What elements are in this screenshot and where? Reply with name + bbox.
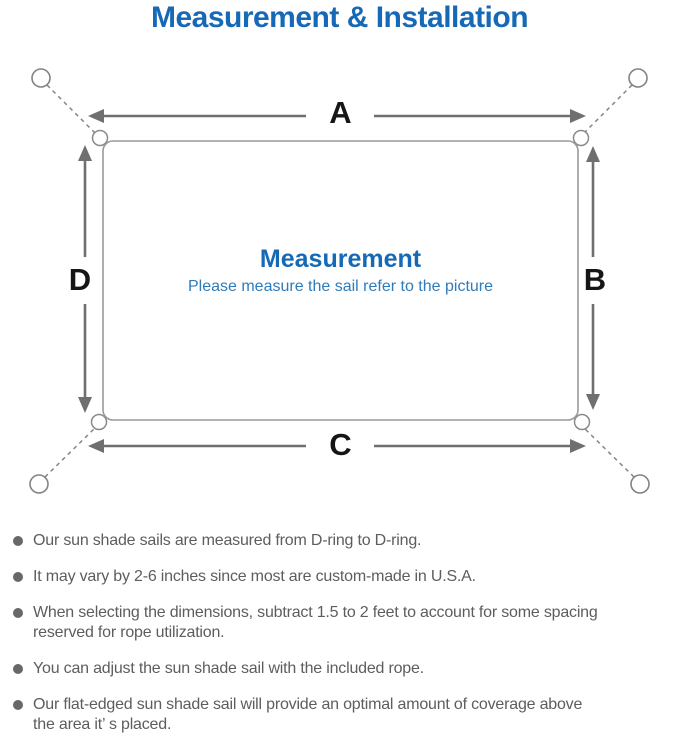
- anchor-line-top-left: [46, 84, 100, 138]
- arrowhead-up-icon: [586, 146, 600, 162]
- bullet-dot-icon: [13, 572, 23, 582]
- arrow-d: [78, 145, 92, 413]
- list-item: When selecting the dimensions, subtract …: [13, 603, 673, 643]
- sail-outline: [102, 140, 579, 421]
- bullet-dot-icon: [13, 664, 23, 674]
- arrowhead-down-icon: [78, 397, 92, 413]
- bullet-dot-icon: [13, 700, 23, 710]
- list-item-text: the area it’ s placed.: [33, 716, 172, 733]
- dimension-label-a: A: [329, 95, 352, 130]
- diagram-center-title: Measurement: [259, 245, 422, 273]
- list-item: You can adjust the sun shade sail with t…: [13, 659, 673, 679]
- arrow-b: [586, 146, 600, 410]
- list-item: It may vary by 2-6 inches since most are…: [13, 567, 673, 587]
- arrowhead-right-icon: [570, 109, 586, 123]
- bullet-dot-icon: [13, 536, 23, 546]
- list-item-text: reserved for rope utilization.: [33, 624, 225, 641]
- d-ring-icon-bottom-left: [90, 413, 108, 431]
- anchor-ring-icon-bottom-left: [29, 474, 49, 494]
- d-ring-icon-bottom-right: [573, 413, 591, 431]
- instruction-list: Our sun shade sails are measured from D-…: [13, 531, 673, 739]
- arrowhead-left-icon: [88, 109, 104, 123]
- arrowhead-up-icon: [78, 145, 92, 161]
- list-item: Our flat-edged sun shade sail will provi…: [13, 695, 673, 735]
- anchor-ring-icon-top-right: [628, 68, 648, 88]
- arrow-c: [88, 439, 586, 453]
- dimension-label-b: B: [583, 262, 607, 297]
- arrow-a: [88, 109, 586, 123]
- page-title: Measurement & Installation: [150, 1, 529, 34]
- arrowhead-left-icon: [88, 439, 104, 453]
- arrowhead-right-icon: [570, 439, 586, 453]
- measurement-diagram: [29, 68, 650, 494]
- anchor-line-bottom-right: [581, 425, 635, 478]
- dimension-label-d: D: [68, 262, 92, 297]
- anchor-line-bottom-left: [44, 425, 98, 478]
- diagram-center-subtitle: Please measure the sail refer to the pic…: [187, 278, 494, 295]
- d-ring-icon-top-left: [91, 129, 109, 147]
- anchor-ring-icon-bottom-right: [630, 474, 650, 494]
- list-item-text: It may vary by 2-6 inches since most are…: [33, 568, 476, 585]
- list-item-text: You can adjust the sun shade sail with t…: [33, 660, 424, 677]
- list-item-text: When selecting the dimensions, subtract …: [33, 604, 598, 621]
- arrowhead-down-icon: [586, 394, 600, 410]
- list-item-text: Our sun shade sails are measured from D-…: [33, 532, 422, 549]
- bullet-dot-icon: [13, 608, 23, 618]
- anchor-ring-icon-top-left: [31, 68, 51, 88]
- d-ring-icon-top-right: [572, 129, 590, 147]
- list-item: Our sun shade sails are measured from D-…: [13, 531, 673, 551]
- anchor-line-top-right: [579, 84, 633, 138]
- list-item-text: Our flat-edged sun shade sail will provi…: [33, 696, 583, 713]
- dimension-label-c: C: [329, 427, 352, 462]
